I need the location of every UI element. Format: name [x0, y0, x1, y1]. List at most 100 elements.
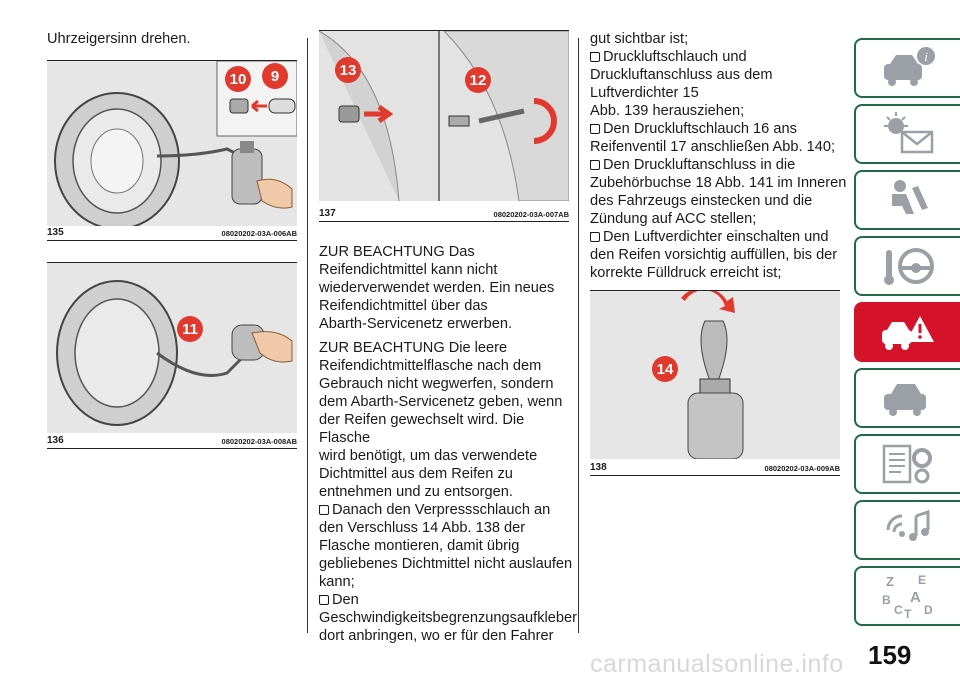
checkbox-bullet-icon	[319, 595, 329, 605]
text-line: Abb. 139 herausziehen;	[590, 103, 745, 119]
index-letter: A	[910, 589, 921, 606]
text-line: Abarth-Servicenetz erwerben.	[319, 316, 513, 332]
watermark: carmanualsonline.info	[590, 650, 844, 678]
bullet-line: Den Druckluftschlauch 16 ans	[590, 120, 850, 138]
text-line: Luftverdichter 15	[590, 85, 699, 101]
multimedia-icon	[886, 509, 930, 541]
tire-compressor-illustration	[47, 61, 297, 226]
tab-emergency[interactable]	[854, 302, 960, 362]
column-3-text: gut sichtbar ist; Druckluftschlauch und …	[590, 30, 850, 282]
text-line: wird benötigt, um das verwendete	[319, 448, 538, 464]
checkbox-bullet-icon	[590, 124, 600, 134]
seat-safety-icon	[892, 180, 928, 214]
figure-136-illustration: 11	[47, 262, 297, 433]
checkbox-bullet-icon	[319, 505, 329, 515]
checkbox-bullet-icon	[590, 232, 600, 242]
figure-138-caption: 138 08020202-03A-009AB	[590, 462, 840, 476]
callout-9: 9	[262, 63, 288, 89]
text-line: Zündung auf ACC stellen;	[590, 211, 757, 227]
technical-data-icon	[882, 444, 932, 484]
text-line: Dichtmittel aus dem Reifen zu	[319, 466, 513, 482]
text-line: des Fahrzeugs einstecken und die	[590, 193, 813, 209]
column-divider	[307, 38, 308, 633]
text-line: Reifendichtmittel kann nicht	[319, 262, 498, 278]
figure-number: 138	[590, 462, 607, 473]
valve-connection-illustration	[319, 31, 569, 201]
bullet-line: Druckluftschlauch und	[590, 48, 850, 66]
text-line: Reifendichtmittel über das	[319, 298, 488, 314]
figure-number: 135	[47, 227, 64, 238]
text-line: dem Abarth-Servicenetz geben, wenn	[319, 394, 563, 410]
tab-technical-data[interactable]	[854, 434, 960, 494]
bullet-line: Den Druckluftanschluss in die	[590, 156, 850, 174]
index-letter: B	[882, 593, 891, 607]
checkbox-bullet-icon	[590, 52, 600, 62]
warning-lights-icon	[884, 112, 934, 154]
tab-car-maintenance[interactable]	[854, 368, 960, 428]
index-letter: D	[924, 603, 933, 617]
text-line: dort anbringen, wo er für den Fahrer	[319, 628, 554, 644]
callout-13: 13	[335, 57, 361, 83]
callout-10: 10	[225, 66, 251, 92]
figure-137-caption: 137 08020202-03A-007AB	[319, 208, 569, 222]
figure-number: 136	[47, 435, 64, 446]
text-line: gut sichtbar ist;	[590, 31, 689, 47]
figure-code: 08020202-03A-007AB	[493, 210, 569, 219]
checkbox-bullet-icon	[590, 160, 600, 170]
text-line: Flasche montieren, damit übrig	[319, 538, 520, 554]
text-line: gebliebenes Dichtmittel nicht auslaufen	[319, 556, 573, 572]
svg-text:i: i	[924, 49, 928, 64]
index-letter: E	[918, 573, 926, 587]
tab-steering-wheel[interactable]	[854, 236, 960, 296]
text-line: den Verschluss 14 Abb. 138 der	[319, 520, 526, 536]
bullet-line: Danach den Verpressschlauch an	[319, 501, 579, 519]
intro-text: Uhrzeigersinn drehen.	[47, 31, 191, 47]
text-line: korrekte Fülldruck erreicht ist;	[590, 265, 782, 281]
tab-warning-lights[interactable]	[854, 104, 960, 164]
bullet-line: Den	[319, 591, 579, 609]
column-2-text: ZUR BEACHTUNG Das Reifendichtmittel kann…	[319, 243, 579, 645]
text-line: Gebrauch nicht wegwerfen, sondern	[319, 376, 554, 392]
text-line: Reifendichtmittelflasche nach dem	[319, 358, 542, 374]
figure-137-illustration: 13 12	[319, 30, 569, 201]
figure-code: 08020202-03A-009AB	[764, 464, 840, 473]
emergency-car-icon	[882, 316, 934, 350]
steering-wheel-icon	[884, 248, 934, 285]
bullet-line: Den Luftverdichter einschalten und	[590, 228, 850, 246]
figure-number: 137	[319, 208, 336, 219]
column-divider	[578, 38, 579, 633]
figure-135-illustration: 10 9	[47, 60, 297, 226]
index-letter: Z	[886, 574, 894, 589]
index-letter: T	[904, 607, 912, 620]
figure-136-caption: 136 08020202-03A-008AB	[47, 435, 297, 449]
text-line: den Reifen vorsichtig auffüllen, bis der	[590, 247, 838, 263]
text-line: ZUR BEACHTUNG Das	[319, 244, 475, 260]
index-letters-icon: Z E A B C T D	[882, 573, 933, 620]
sealant-bottle-illustration	[590, 291, 840, 459]
text-line: Zubehörbuchse 18 Abb. 141 im Inneren	[590, 175, 847, 191]
car-maintenance-icon	[884, 384, 926, 416]
figure-code: 08020202-03A-006AB	[221, 229, 297, 238]
text-line: entnehmen und zu entsorgen.	[319, 484, 513, 500]
tab-multimedia[interactable]	[854, 500, 960, 560]
tab-car-info[interactable]: i	[854, 38, 960, 98]
text-line: ZUR BEACHTUNG Die leere	[319, 340, 508, 356]
text-line: Geschwindigkeitsbegrenzungsaufkleber	[319, 610, 577, 626]
figure-code: 08020202-03A-008AB	[221, 437, 297, 446]
tire-sealant-illustration	[47, 263, 297, 433]
text-line: Reifenventil 17 anschließen Abb. 140;	[590, 139, 836, 155]
text-line: wiederverwendet werden. Ein neues	[319, 280, 555, 296]
index-letter: C	[894, 603, 903, 617]
figure-135-caption: 135 08020202-03A-006AB	[47, 227, 297, 241]
tab-seat-safety[interactable]	[854, 170, 960, 230]
page-number: 159	[868, 640, 912, 670]
text-line: der Reifen gewechselt wird. Die Flasche	[319, 412, 525, 446]
text-line: kann;	[319, 574, 355, 590]
callout-14: 14	[652, 356, 678, 382]
callout-12: 12	[465, 67, 491, 93]
tab-index[interactable]: Z E A B C T D	[854, 566, 960, 626]
car-info-icon: i	[884, 47, 935, 86]
callout-11: 11	[177, 316, 203, 342]
text-line: Druckluftanschluss aus dem	[590, 67, 773, 83]
figure-138-illustration: 14	[590, 290, 840, 459]
